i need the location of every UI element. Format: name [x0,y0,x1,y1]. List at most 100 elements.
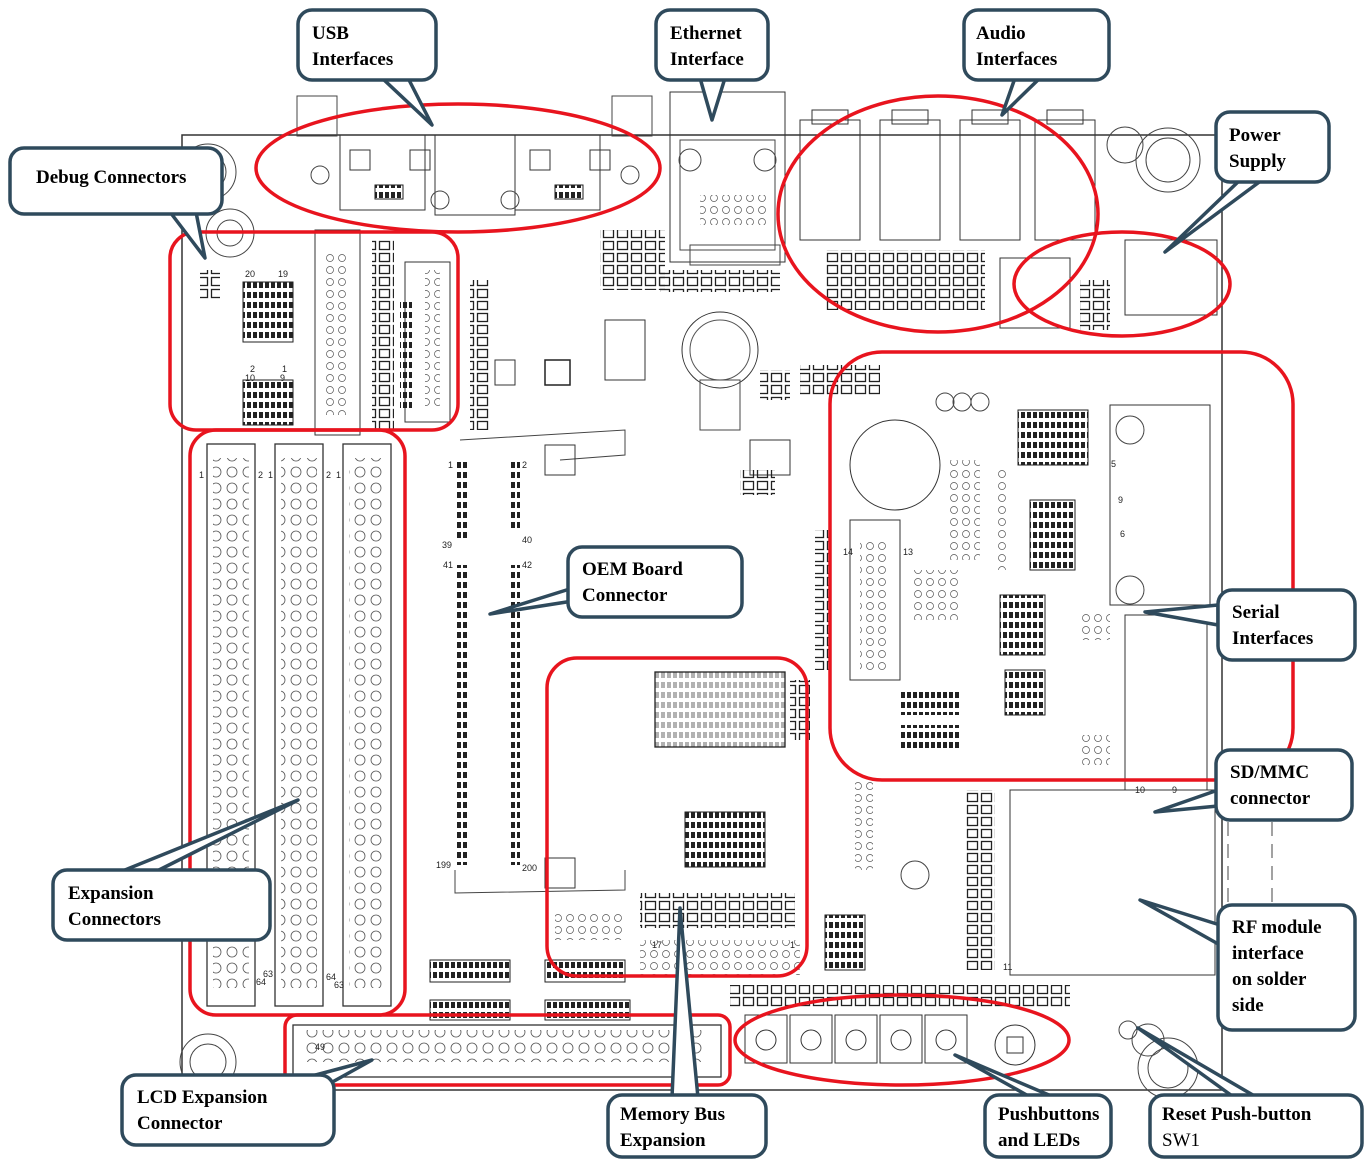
audio-callout-box [962,8,1111,82]
ethernet-tail [698,76,727,122]
pushbuttons-callout-box [983,1093,1113,1159]
pin-label: 2 [522,460,527,470]
power-label-line1: Power [1229,125,1281,146]
usb-label-line1: USB [312,23,349,44]
ethernet-connector [669,91,786,266]
oem-connector [454,429,626,894]
pin-label: 9 [280,373,285,383]
reset-label: Reset Push-button [1162,1104,1312,1125]
lcd-callout-box [120,1073,336,1147]
pin-label: 2 [250,364,255,374]
oem-callout-box [566,545,744,619]
pin-label: 14 [843,547,853,557]
pin-label: 20 [245,269,255,279]
memory-callout-box [606,1093,768,1159]
audio-label-line2: Interfaces [976,49,1057,70]
pin-label: 1 [282,364,287,374]
power-callout-box [1214,110,1331,184]
pin-label: 41 [443,560,453,570]
pushbutton-parts [744,1014,1036,1066]
serial-label-line2: Interfaces [1232,628,1313,649]
pin-label: 5 [1111,459,1116,469]
lcd-highlight [283,1013,732,1087]
pin-label: 10 [245,373,255,383]
ethernet-label-line2: Interface [670,49,744,70]
power-highlight [1012,230,1232,338]
pin-label: 1 [448,460,453,470]
expansion-label-line2: Connectors [68,909,161,930]
audio-label-line1: Audio [976,23,1026,44]
expansion-label-line1: Expansion [68,883,154,904]
ethernet-callout-box [654,8,770,82]
pin-label: 49 [315,1042,325,1052]
pin-label: 2 [258,470,263,480]
reset-sublabel: SW1 [1162,1130,1200,1151]
pin-label: 17 [652,940,662,950]
pin-label: 1 [790,940,795,950]
serial-components [849,392,1211,791]
pin-label: 63 [263,969,273,979]
pushbuttons-label-line1: Pushbuttons [998,1104,1099,1125]
serial-highlight [828,350,1295,782]
debug-callout-box [8,146,224,216]
pin-label: 2 [326,470,331,480]
usb-highlight [254,102,662,234]
pin-label: 6 [1120,529,1125,539]
reset-callout-box [1148,1093,1364,1159]
audio-jacks [799,109,1096,310]
highlight-outlines [168,94,1295,1087]
debug-parts [200,229,451,436]
callout-texts: USB Interfaces Ethernet Interface Audio … [36,23,1322,1151]
pin-label: 13 [903,547,913,557]
lcd-label-line2: Connector [137,1113,223,1134]
ethernet-label-line1: Ethernet [670,23,742,44]
audio-highlight [776,94,1100,334]
pin-label: 200 [522,863,537,873]
serial-callout-box [1216,588,1357,662]
pin-label: 1 [336,470,341,480]
pin-label: 64 [256,977,266,987]
callout-boxes [8,8,1364,1159]
lcd-label-line1: LCD Expansion [137,1087,268,1108]
sdmmc-callout-box [1214,748,1354,822]
memory-label-line1: Memory Bus [620,1104,725,1125]
sdmmc-label-line2: connector [1230,788,1311,809]
rf-label-line2: interface [1232,943,1304,964]
pin-label: 1 [268,470,273,480]
pushbuttons-label-line2: and LEDs [998,1130,1080,1151]
pin-label: 10 [1135,785,1145,795]
pin-label: 199 [436,860,451,870]
audio-tail [1000,76,1042,117]
pushbuttons-highlight [733,993,1071,1087]
oem-label-line1: OEM Board [582,559,683,580]
pin-label: 19 [278,269,288,279]
rf-label-line3: on solder [1232,969,1307,990]
sd-rf-area [824,780,1273,1040]
sdmmc-label-line1: SD/MMC [1230,762,1309,783]
usb-tail [380,76,434,127]
expansion-callout-box [51,868,272,942]
rf-callout-box [1216,903,1357,1032]
pin-label: 9 [1118,495,1123,505]
power-jack [999,239,1218,330]
pin-label: 11 [1003,962,1012,972]
callout-tails [118,76,1264,1102]
pin-label: 64 [326,972,336,982]
pin-label: 39 [442,540,452,550]
serial-label-line1: Serial [1232,602,1280,623]
memory-label-line2: Expansion [620,1130,706,1151]
pin-label: 40 [522,535,532,545]
rf-label-line4: side [1232,995,1264,1016]
pin-label: 42 [522,560,532,570]
debug-label: Debug Connectors [36,167,186,188]
pin-label: 1 [199,470,204,480]
pin-label: 9 [1172,785,1177,795]
pin-labels: 1 2 1 2 1 63 64 64 63 1 2 39 40 41 42 19… [199,269,1177,1052]
oem-label-line2: Connector [582,585,668,606]
rf-label-line1: RF module [1232,917,1322,938]
pin-label: 63 [334,980,344,990]
usb-callout-box [296,8,438,82]
power-label-line2: Supply [1229,151,1287,172]
